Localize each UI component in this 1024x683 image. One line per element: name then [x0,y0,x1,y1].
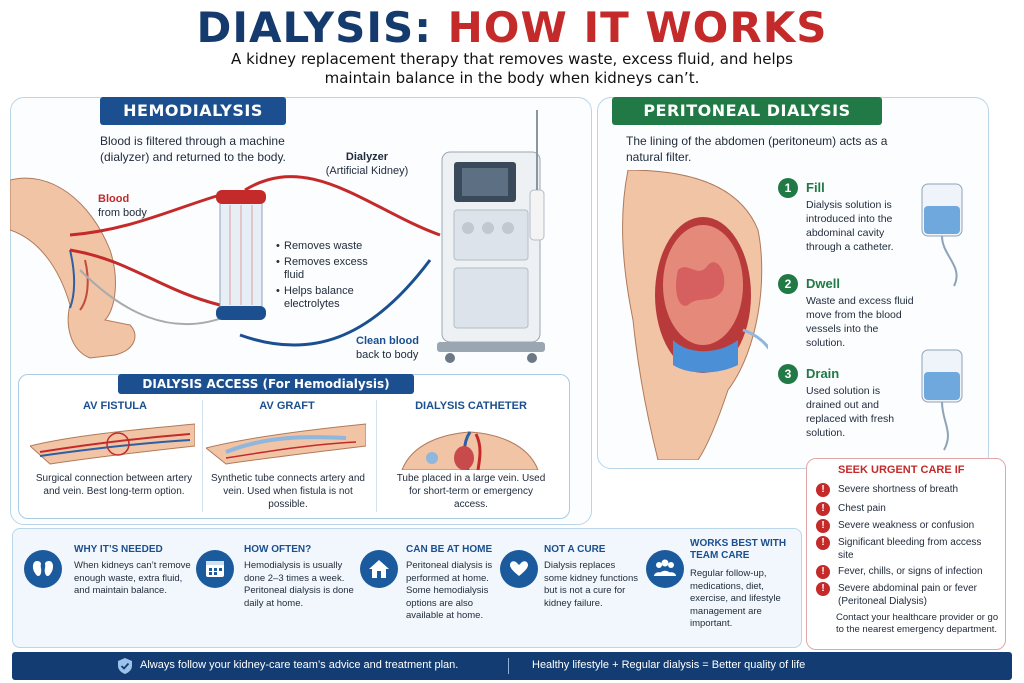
info-title-why: WHY IT’S NEEDED [74,544,163,555]
urgent-item-text: Significant bleeding from access site [838,537,982,561]
info-desc-how-often: Hemodialysis is usually done 2–3 times a… [244,560,354,609]
urgent-care-box [806,458,1006,650]
hemodialysis-banner: HEMODIALYSIS [100,97,286,125]
warning-icon: ! [816,582,830,596]
clean-label-line-2: back to body [356,349,419,361]
step-desc-dwell: Waste and excess fluid move from the blo… [806,295,914,349]
footer-bar: Always follow your kidney-care team’s ad… [12,652,1012,680]
info-title-at-home: CAN BE AT HOME [406,544,493,555]
calendar-icon [196,550,234,588]
bullet-item: Removes excess fluid [276,256,386,282]
av-fistula-illustration [30,423,195,465]
info-title-not-a-cure: NOT A CURE [544,544,606,555]
bullet-item: Removes waste [276,240,386,253]
hemodialysis-description: Blood is filtered through a machine (dia… [100,134,286,164]
clean-label-line-1: Clean blood [356,335,419,347]
urgent-item-text: Severe weakness or confusion [838,520,975,531]
team-icon [646,550,684,588]
info-title-how-often: HOW OFTEN? [244,544,312,555]
step-desc-drain: Used solution is drained out and replace… [806,385,895,439]
urgent-item-text: Severe shortness of breath [838,484,959,495]
access-desc-av-fistula: Surgical connection between artery and v… [35,473,193,497]
dialyzer-label-line-2: (Artificial Kidney) [325,165,409,177]
footer-divider [508,658,509,674]
warning-icon: ! [816,483,830,497]
info-desc-at-home: Peritoneal dialysis is performed at home… [406,560,493,621]
urgent-item-text: Fever, chills, or signs of infection [838,566,983,577]
abdomen-illustration [622,170,768,460]
bullet-item: Helps balance electrolytes [276,285,386,311]
urgent-care-note: Contact your healthcare provider or go t… [836,612,999,635]
av-graft-illustration [206,423,366,465]
info-strip [12,528,802,648]
home-icon [360,550,398,588]
info-desc-not-a-cure: Dialysis replaces some kidney functions … [544,560,638,609]
blood-tube-out [69,193,221,237]
urgent-item-text: Chest pain [838,503,886,514]
title-part-1: DIALYSIS: [196,3,433,52]
dialyzer-tube [244,175,441,237]
warning-icon: ! [816,502,830,516]
access-divider [376,400,377,512]
urgent-care-title: SEEK URGENT CARE IF [838,464,965,476]
title-part-2: HOW IT WORKS [447,3,828,52]
drain-bag-icon [921,349,963,451]
page-title: DIALYSIS: HOW IT WORKS [0,4,1024,52]
clean-tube [239,259,432,347]
access-desc-dialysis-catheter: Tube placed in a large vein. Used for sh… [396,473,546,510]
peritoneal-banner: PERITONEAL DIALYSIS [612,97,882,125]
footer-left-text: Always follow your kidney-care team’s ad… [140,659,459,671]
blood-from-body-label: Blood from body [98,192,168,220]
info-desc-why: When kidneys can’t remove enough waste, … [74,560,191,596]
access-title-av-fistula: AV FISTULA [83,400,147,412]
warning-icon: ! [816,536,830,550]
heart-hand-icon [500,550,538,588]
hemodialysis-illustration [10,110,545,363]
step-desc-fill: Dialysis solution is introduced into the… [806,199,894,253]
fill-bag-icon [921,183,963,287]
access-divider [202,400,203,512]
step-title-drain: Drain [806,366,840,381]
step-number-3: 3 [778,364,798,384]
access-desc-av-graft: Synthetic tube connects artery and vein.… [211,473,365,510]
blood-label-line-1: Blood [98,193,130,205]
access-title-dialysis-catheter: DIALYSIS CATHETER [415,400,527,412]
urgent-item-text: Severe abdominal pain or fever (Peritone… [838,583,977,607]
dialyzer-label: Dialyzer (Artificial Kidney) [312,150,422,178]
step-title-dwell: Dwell [806,276,840,291]
step-number-2: 2 [778,274,798,294]
dialysis-access-banner: DIALYSIS ACCESS (For Hemodialysis) [118,374,414,394]
dialysis-catheter-illustration [401,431,539,470]
hemodialysis-bullets: Removes waste Removes excess fluid Helps… [276,240,386,314]
access-title-av-graft: AV GRAFT [259,400,315,412]
blood-label-line-2: from body [98,207,147,219]
warning-icon: ! [816,565,830,579]
step-number-1: 1 [778,178,798,198]
step-title-fill: Fill [806,180,825,195]
warning-icon: ! [816,519,830,533]
clean-blood-label: Clean blood back to body [356,334,436,362]
dialyzer-label-line-1: Dialyzer [345,151,389,163]
blood-tube-in [69,248,221,307]
info-title-team-care: WORKS BEST WITH TEAM CARE [690,538,787,561]
shield-check-icon [118,658,132,674]
page-subtitle: A kidney replacement therapy that remove… [231,50,793,87]
kidney-icon [24,550,62,588]
info-desc-team-care: Regular follow-up, medications, diet, ex… [690,568,781,629]
footer-right-text: Healthy lifestyle + Regular dialysis = B… [532,659,806,671]
peritoneal-description: The lining of the abdomen (peritoneum) a… [626,134,888,164]
